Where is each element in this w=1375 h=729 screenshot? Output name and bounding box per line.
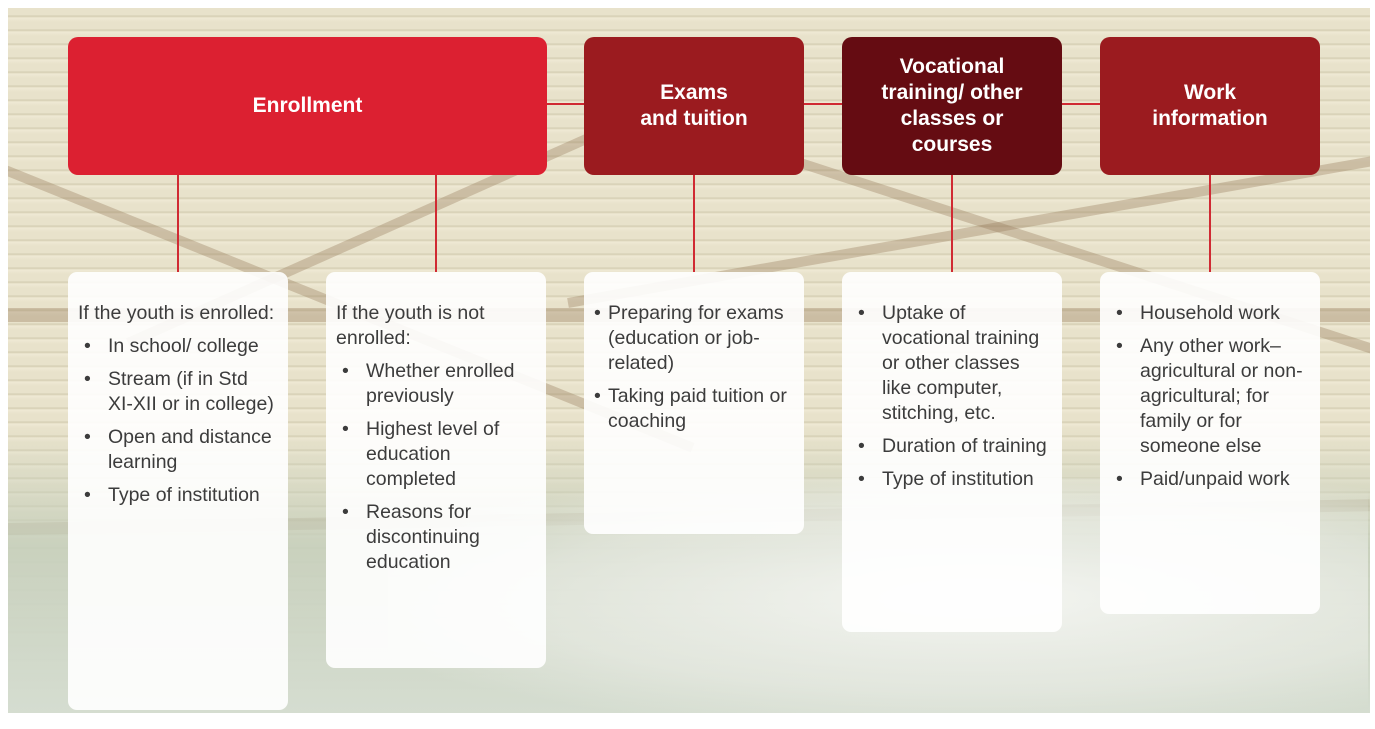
header-enrollment: Enrollment (68, 37, 547, 175)
list-item: Highest level of education completed (336, 417, 536, 492)
list-item: Any other work– agricultural or non-agri… (1110, 334, 1310, 459)
header-work: Work information (1100, 37, 1320, 175)
list-item: Paid/unpaid work (1110, 467, 1310, 492)
card-not-enrolled-intro: If the youth is not enrolled: (336, 302, 485, 349)
list-item: Whether enrolled previously (336, 359, 536, 409)
card-vocational-list: Uptake of vocational training or other c… (852, 301, 1052, 492)
header-work-label: Work information (1152, 81, 1268, 130)
header-exams: Exams and tuition (584, 37, 804, 175)
card-vocational: Uptake of vocational training or other c… (842, 272, 1062, 632)
list-item: Household work (1110, 301, 1310, 326)
list-item: In school/ college (78, 334, 278, 359)
list-item: Reasons for discontinuing education (336, 500, 536, 575)
header-exams-label: Exams and tuition (640, 81, 748, 130)
header-vocational-label: Vocational training/ other classes or co… (881, 55, 1023, 156)
card-enrolled-list: In school/ college Stream (if in Std XI-… (78, 334, 278, 508)
list-item: Open and distance learning (78, 425, 278, 475)
card-not-enrolled-list: Whether enrolled previously Highest leve… (336, 359, 536, 575)
card-exams-list: Preparing for exams (education or job-re… (594, 301, 794, 434)
list-item: Taking paid tuition or coaching (594, 384, 794, 434)
card-exams: Preparing for exams (education or job-re… (584, 272, 804, 534)
card-work-list: Household work Any other work– agricultu… (1110, 301, 1310, 492)
card-work: Household work Any other work– agricultu… (1100, 272, 1320, 614)
list-item: Type of institution (852, 467, 1052, 492)
card-enrolled-intro: If the youth is enrolled: (78, 302, 275, 324)
header-vocational: Vocational training/ other classes or co… (842, 37, 1062, 175)
list-item: Preparing for exams (education or job-re… (594, 301, 794, 376)
list-item: Uptake of vocational training or other c… (852, 301, 1052, 426)
list-item: Duration of training (852, 434, 1052, 459)
header-enrollment-label: Enrollment (252, 94, 363, 117)
card-enrolled: If the youth is enrolled: In school/ col… (68, 272, 288, 710)
card-not-enrolled: If the youth is not enrolled: Whether en… (326, 272, 546, 668)
list-item: Stream (if in Std XI-XII or in college) (78, 367, 278, 417)
list-item: Type of institution (78, 483, 278, 508)
